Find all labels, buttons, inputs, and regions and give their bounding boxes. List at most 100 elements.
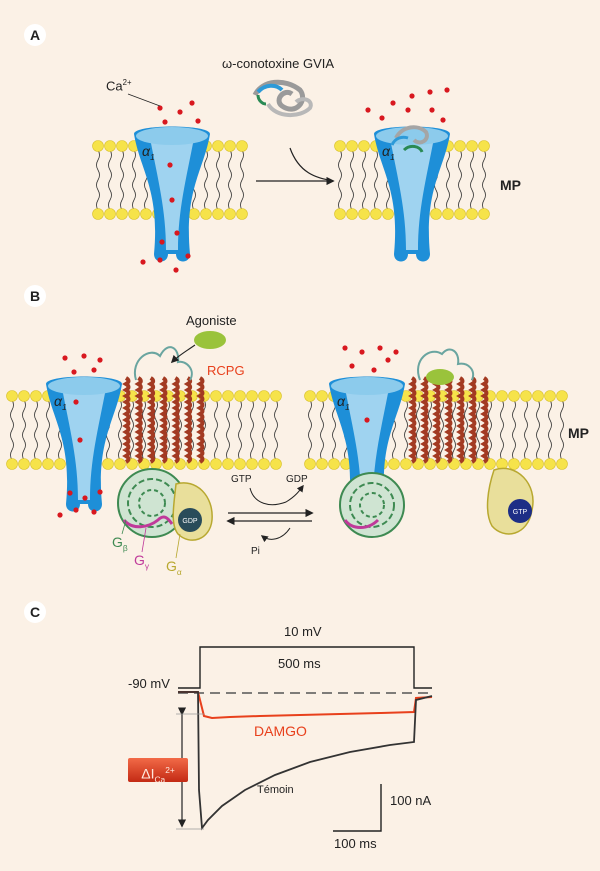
lipid-tail (512, 399, 516, 461)
lipid-tail (320, 399, 324, 461)
calcium-ion (405, 107, 411, 113)
receptor-helix (456, 376, 465, 464)
lipid-tail (536, 399, 540, 461)
agonist-label: Agoniste (186, 313, 237, 328)
lipid-head-bottom (114, 458, 126, 470)
calcium-label-a: Ca2+ (106, 78, 132, 94)
receptor-helix (432, 376, 441, 464)
lipid-head-bottom (92, 208, 104, 220)
lipid-tail (548, 399, 552, 461)
lipid-head-bottom (188, 208, 200, 220)
delta-calcium-current-badge: ΔICa2+ (128, 758, 188, 784)
lipid-tail (440, 399, 444, 461)
agonist-icon (194, 331, 226, 349)
channel-pore (345, 388, 389, 500)
panel-label-b: B (24, 285, 46, 307)
lipid-head-top (246, 390, 258, 402)
lipid-head-top (520, 390, 532, 402)
lipid-head-bottom (430, 208, 442, 220)
lipid-head-bottom (212, 208, 224, 220)
lipid-tail (482, 149, 486, 211)
lipid-tail (118, 399, 122, 461)
lipid-head-bottom (316, 458, 328, 470)
g-beta-label: Gβ (112, 534, 128, 553)
lipid-head-bottom (370, 208, 382, 220)
lipid-tail (274, 399, 278, 461)
voltage-protocol-trace (178, 646, 432, 689)
receptor-helix (468, 376, 477, 464)
calcium-ion (91, 509, 97, 515)
calcium-ions-b (57, 345, 399, 518)
calcium-ion (173, 267, 179, 273)
lipid-head-top (346, 140, 358, 152)
lipid-head-top (334, 140, 346, 152)
agonist-arrow (170, 344, 196, 364)
lipid-head-top (304, 390, 316, 402)
lipid-tail (458, 149, 462, 211)
calcium-ion (73, 399, 79, 405)
channel-label-b-right: α1 (337, 393, 350, 412)
lipid-tail (476, 399, 480, 461)
lipid-head-top (316, 390, 328, 402)
calcium-ion (440, 117, 446, 123)
lipid-head-bottom (466, 208, 478, 220)
lipid-tail (524, 399, 528, 461)
lipid-tail (228, 149, 232, 211)
lipid-head-top (466, 140, 478, 152)
calcium-ion (444, 87, 450, 93)
lipid-tail (446, 149, 450, 211)
lipid-head-bottom (358, 208, 370, 220)
calcium-ion (189, 100, 195, 106)
receptor-helix (408, 376, 417, 464)
lipid-tail (262, 399, 266, 461)
receptor-loops-right (417, 348, 474, 381)
calcium-ion (81, 353, 87, 359)
scale-time-label: 100 ms (334, 836, 377, 851)
gtp-in-curve (249, 484, 304, 506)
lipid-head-bottom (42, 458, 54, 470)
lipid-head-bottom (6, 458, 18, 470)
receptor-helix (420, 376, 429, 464)
calcium-ion (57, 512, 63, 518)
damgo-trace (178, 691, 433, 720)
membrane-label-a: MP (500, 177, 521, 193)
lipid-tail (166, 399, 170, 461)
lipid-tail (120, 149, 124, 211)
calcium-ion (377, 345, 383, 351)
calcium-channel-a-left (134, 126, 210, 262)
receptor-helix (146, 376, 156, 464)
calcium-ion (140, 259, 146, 265)
gdp-ball (178, 508, 202, 532)
membrane-b-left (6, 390, 282, 470)
channel-pore (150, 138, 194, 250)
receptor-helix (134, 376, 143, 464)
calcium-ion (159, 239, 165, 245)
lipid-head-bottom (18, 458, 30, 470)
lipid-head-bottom (140, 208, 152, 220)
lipid-head-top (30, 390, 42, 402)
g-protein-beta-right (339, 472, 405, 538)
lipid-tail (332, 399, 336, 461)
lipid-head-top (116, 140, 128, 152)
lipid-tail (452, 399, 456, 461)
lipid-tail (338, 149, 342, 211)
calcium-ion (195, 118, 201, 124)
calcium-channel-a-right (374, 126, 450, 262)
g-beta-callout (121, 519, 127, 535)
lipid-tail (154, 399, 158, 461)
lipid-head-bottom (104, 208, 116, 220)
lipid-tail (362, 149, 366, 211)
receptor-loops-left (133, 346, 193, 381)
channel-pore (390, 138, 434, 250)
toxin-omega-conotoxin-icon (252, 79, 313, 117)
damgo-label: DAMGO (254, 723, 307, 739)
lipid-tail (10, 399, 14, 461)
calcium-channel-b-left (46, 376, 122, 512)
panel-a (92, 79, 490, 273)
channel-rim (48, 377, 120, 395)
lipid-head-bottom (508, 458, 520, 470)
lipid-tail (350, 149, 354, 211)
lipid-head-bottom (532, 458, 544, 470)
lipid-head-bottom (304, 458, 316, 470)
